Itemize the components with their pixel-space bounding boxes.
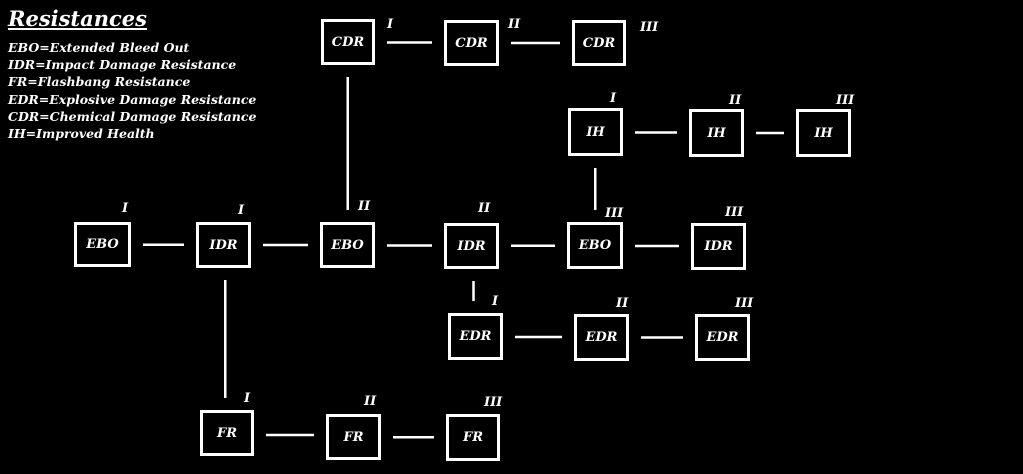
node-edr3: EDR: [695, 314, 750, 361]
node-idr1: IDR: [196, 222, 251, 268]
node-cdr3: CDR: [572, 20, 626, 66]
node-cdr1: CDR: [321, 19, 375, 65]
node-ih1: IH: [568, 108, 623, 156]
legend-entry-edr: EDR=Explosive Damage Resistance: [8, 91, 257, 107]
legend-entry-fr: FR=Flashbang Resistance: [8, 74, 191, 90]
tier-label-edr3: III: [735, 296, 754, 311]
node-ebo3: EBO: [567, 222, 623, 269]
diagram-title: Resistances: [8, 6, 147, 31]
legend: EBO=Extended Bleed Out IDR=Impact Damage…: [8, 39, 256, 142]
node-edr2: EDR: [574, 314, 629, 361]
tier-label-ih3: III: [836, 93, 855, 108]
tier-label-cdr1: I: [387, 17, 394, 32]
tier-label-fr1: I: [244, 391, 251, 406]
node-idr2: IDR: [444, 223, 499, 269]
tier-label-idr2: II: [478, 201, 491, 216]
tier-label-edr2: II: [616, 296, 629, 311]
tier-label-idr1: I: [238, 203, 245, 218]
tier-label-fr3: III: [484, 395, 503, 410]
node-ebo2: EBO: [320, 222, 375, 268]
node-edr1: EDR: [448, 313, 503, 360]
node-fr1: FR: [200, 410, 254, 456]
legend-entry-ebo: EBO=Extended Bleed Out: [8, 40, 190, 55]
legend-entry-idr: IDR=Impact Damage Resistance: [8, 57, 237, 73]
tier-label-ebo1: I: [122, 201, 129, 216]
node-idr3: IDR: [691, 223, 746, 270]
node-fr3: FR: [446, 414, 500, 461]
node-cdr2: CDR: [444, 20, 499, 66]
tier-label-edr1: I: [492, 294, 499, 309]
tier-label-cdr2: II: [508, 17, 521, 32]
node-ih2: IH: [689, 109, 744, 157]
node-ebo1: EBO: [74, 222, 131, 267]
tier-label-ebo2: II: [358, 199, 371, 214]
tier-label-ebo3: III: [605, 206, 624, 221]
tier-label-cdr3: III: [640, 20, 659, 35]
tier-label-ih2: II: [729, 93, 742, 108]
legend-entry-ih: IH=Improved Health: [8, 126, 155, 142]
node-ih3: IH: [796, 109, 851, 157]
legend-entry-cdr: CDR=Chemical Damage Resistance: [8, 108, 257, 124]
node-fr2: FR: [326, 414, 381, 460]
tier-label-idr3: III: [725, 205, 744, 220]
tier-label-ih1: I: [610, 91, 617, 106]
tier-label-fr2: II: [364, 394, 377, 409]
